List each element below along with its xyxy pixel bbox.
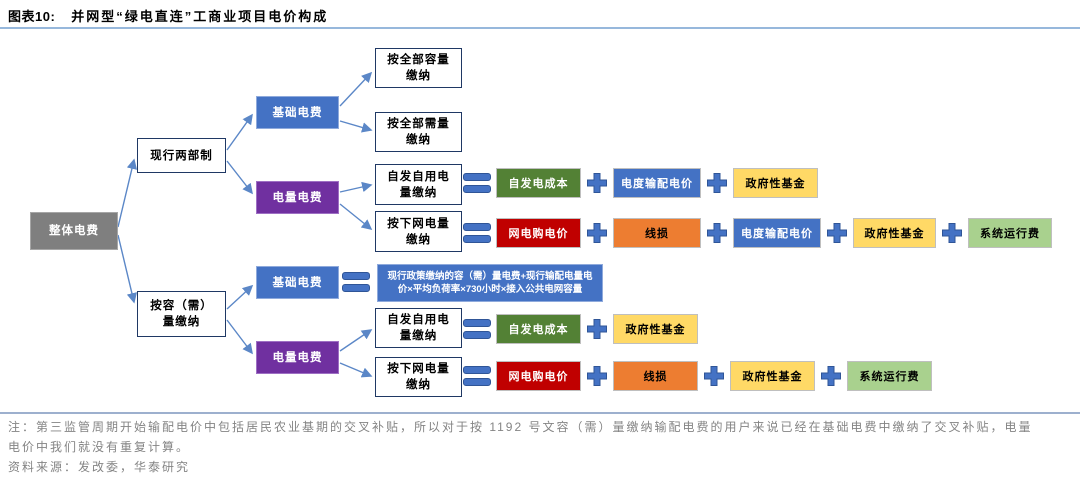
term-gov-fund: 政府性基金: [730, 361, 815, 391]
term-self-gen-cost: 自发电成本: [496, 314, 581, 344]
source-text: 资料来源：发改委，华泰研究: [8, 460, 191, 474]
price-composition-row: 自发电成本 电度输配电价 政府性基金: [463, 167, 818, 199]
note-text-line1: 注：第三监管周期开始输配电价中包括居民农业基期的交叉补贴，所以对于按 1192 …: [8, 420, 1033, 434]
node-self-use-bottom: 自发自用电量缴纳: [375, 308, 462, 348]
plus-icon: [586, 365, 608, 387]
node-basic-fee-top: 基础电费: [256, 96, 339, 129]
equals-icon: [342, 272, 370, 292]
node-by-capacity-demand: 按容（需）量缴纳: [137, 291, 226, 337]
plus-icon: [820, 365, 842, 387]
plus-icon: [586, 318, 608, 340]
term-line-loss: 线损: [613, 361, 698, 391]
equals-icon: [463, 173, 491, 193]
node-grid-download-bottom: 按下网电量缴纳: [375, 357, 462, 397]
title-divider: [0, 27, 1080, 29]
equals-icon: [463, 223, 491, 243]
term-system-operation-fee: 系统运行费: [847, 361, 932, 391]
node-self-use-top: 自发自用电量缴纳: [375, 164, 462, 205]
term-gov-fund: 政府性基金: [613, 314, 698, 344]
price-composition-row: 网电购电价 线损 电度输配电价 政府性基金 系统运行费: [463, 217, 1052, 249]
notes-divider: [0, 412, 1080, 414]
equals-icon: [463, 319, 491, 339]
figure-title-text: 并网型“绿电直连”工商业项目电价构成: [71, 9, 329, 24]
plus-icon: [826, 222, 848, 244]
node-current-two-part: 现行两部制: [137, 138, 226, 173]
plus-icon: [706, 172, 728, 194]
term-transmission-price: 电度输配电价: [613, 168, 701, 198]
figure-title: 图表10: 并网型“绿电直连”工商业项目电价构成: [8, 6, 328, 25]
price-composition-row: 网电购电价 线损 政府性基金 系统运行费: [463, 360, 932, 392]
term-transmission-price: 电度输配电价: [733, 218, 821, 248]
plus-icon: [586, 172, 608, 194]
node-basic-fee-bottom: 基础电费: [256, 266, 339, 299]
price-composition-row: 自发电成本 政府性基金: [463, 313, 698, 345]
term-gov-fund: 政府性基金: [733, 168, 818, 198]
term-grid-purchase-price: 网电购电价: [496, 361, 581, 391]
term-line-loss: 线损: [613, 218, 701, 248]
term-grid-purchase-price: 网电购电价: [496, 218, 581, 248]
node-energy-fee-top: 电量电费: [256, 181, 339, 214]
equals-icon: [463, 366, 491, 386]
node-energy-fee-bottom: 电量电费: [256, 341, 339, 374]
node-total-fee: 整体电费: [30, 212, 118, 250]
plus-icon: [706, 222, 728, 244]
term-system-operation-fee: 系统运行费: [968, 218, 1052, 248]
note-text-line2: 电价中我们就没有重复计算。: [8, 440, 191, 454]
node-basic-fee-formula: 现行政策缴纳的容（需）量电费+现行输配电量电价×平均负荷率×730小时×接入公共…: [377, 264, 603, 302]
figure-label: 图表10:: [8, 9, 56, 24]
plus-icon: [941, 222, 963, 244]
plus-icon: [586, 222, 608, 244]
plus-icon: [703, 365, 725, 387]
term-self-gen-cost: 自发电成本: [496, 168, 581, 198]
term-gov-fund: 政府性基金: [853, 218, 936, 248]
node-pay-full-capacity: 按全部容量缴纳: [375, 48, 462, 88]
node-grid-download-top: 按下网电量缴纳: [375, 211, 462, 252]
node-pay-full-demand: 按全部需量缴纳: [375, 112, 462, 152]
